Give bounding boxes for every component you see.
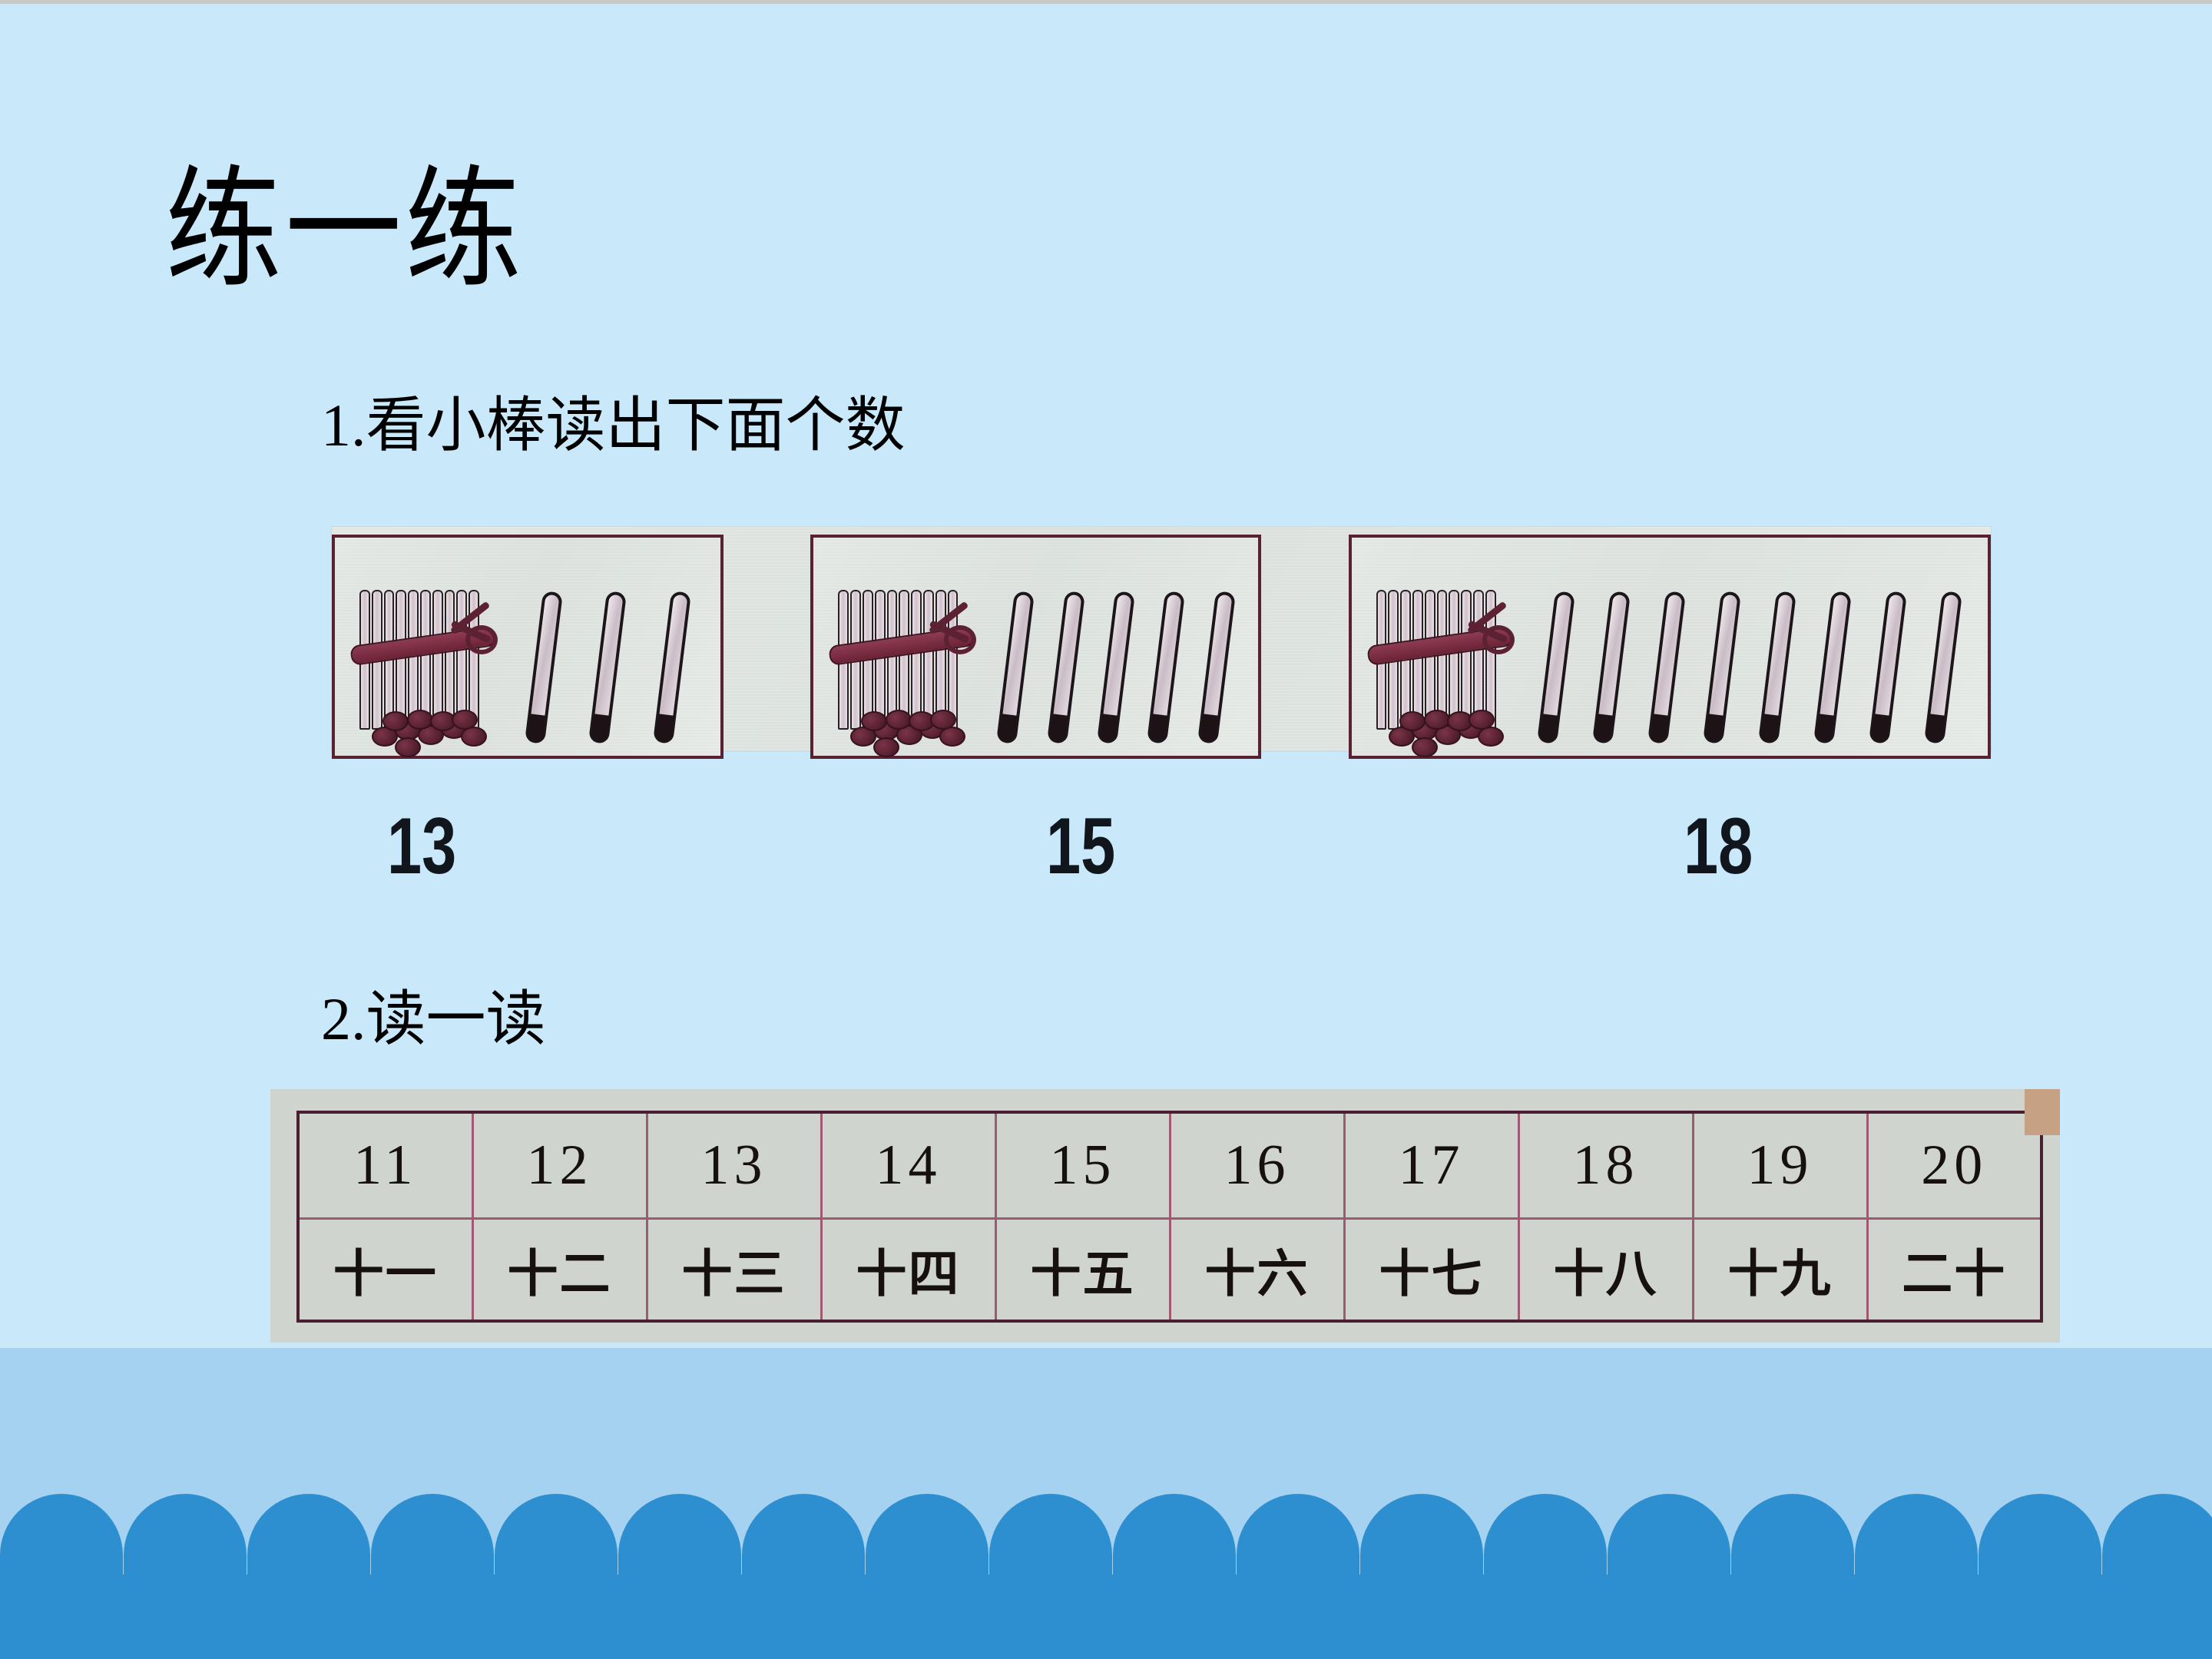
sticks-photo-strip (332, 527, 1991, 759)
task1-answers: 13 15 18 (332, 806, 1991, 899)
footer-arch-shape (2041, 1575, 2164, 1659)
table-cell-hanzi: 十一 (296, 1217, 474, 1323)
stick-box-18 (1348, 535, 1991, 759)
footer-arch-shape (2164, 1575, 2212, 1659)
answer-value-3: 18 (1684, 802, 1753, 891)
table-cell-hanzi: 十九 (1691, 1217, 1869, 1323)
table-cell-arabic: 11 (296, 1111, 474, 1220)
table-cell-arabic: 20 (1866, 1111, 2043, 1220)
table-cell-hanzi: 十二 (471, 1217, 648, 1323)
table-cell-hanzi: 十五 (994, 1217, 1171, 1323)
table-cell-hanzi: 十三 (645, 1217, 823, 1323)
footer-arch-shape (1670, 1575, 1793, 1659)
footer-arch-shape (1793, 1575, 1916, 1659)
table-cell-arabic: 14 (820, 1111, 997, 1220)
bundle-knot-icon (445, 601, 505, 662)
table-cell-hanzi: 十六 (1168, 1217, 1346, 1323)
footer-arch-shape (928, 1575, 1051, 1659)
bundle-knot-icon (1462, 601, 1522, 662)
page-title: 练一练 (165, 158, 525, 303)
footer-arch-shape (557, 1575, 680, 1659)
table-cell-arabic: 15 (994, 1111, 1171, 1220)
footer-arch-shape (62, 1575, 185, 1659)
answer-value-1: 13 (387, 802, 457, 891)
footer-arch-shape (0, 1575, 61, 1659)
table-cell-arabic: 16 (1168, 1111, 1346, 1220)
footer-arch-shape (804, 1575, 927, 1659)
task2-instruction: 2.读一读 (321, 985, 546, 1052)
photo-gap-2 (1261, 527, 1348, 751)
footer-arch-shape (680, 1575, 803, 1659)
table-cell-arabic: 13 (645, 1111, 823, 1220)
bundle-knot-icon (924, 601, 984, 662)
task1-instruction: 1.看小棒读出下面个数 (321, 392, 906, 459)
loose-sticks-15 (990, 582, 1249, 744)
footer-arch-shape (1175, 1575, 1298, 1659)
table-cell-arabic: 18 (1517, 1111, 1694, 1220)
top-edge-strip (0, 0, 2212, 4)
footer-arch-shape (310, 1575, 432, 1659)
answer-value-2: 15 (1046, 802, 1116, 891)
loose-sticks-13 (512, 582, 711, 744)
footer-arch-shape (1051, 1575, 1174, 1659)
table-cell-hanzi: 十八 (1517, 1217, 1694, 1323)
table-cell-hanzi: 二十 (1866, 1217, 2043, 1323)
table-cell-arabic: 17 (1343, 1111, 1520, 1220)
footer-arch-shape (1917, 1575, 2040, 1659)
table-row-arabic: 11 12 13 14 15 16 17 18 19 20 (296, 1111, 2043, 1220)
stick-bundle-icon (828, 582, 977, 757)
stick-box-15 (810, 535, 1262, 759)
table-cell-arabic: 19 (1691, 1111, 1869, 1220)
footer-arch-shape (1299, 1575, 1422, 1659)
stick-box-13 (332, 535, 724, 759)
table-cell-arabic: 12 (471, 1111, 648, 1220)
footer-arch-shape (1422, 1575, 1545, 1659)
footer-arch-shape (186, 1575, 309, 1659)
number-table: 11 12 13 14 15 16 17 18 19 20 十一 十二 十三 十… (296, 1111, 2043, 1323)
footer-arch-row-front (0, 1575, 2212, 1659)
footer-arch-shape (433, 1575, 556, 1659)
photo-gap-1 (724, 527, 810, 751)
decorative-footer (0, 1348, 2212, 1659)
stick-bundle-icon (349, 582, 498, 757)
table-row-hanzi: 十一 十二 十三 十四 十五 十六 十七 十八 十九 二十 (296, 1217, 2043, 1323)
loose-sticks-18 (1528, 582, 1979, 744)
table-cell-hanzi: 十七 (1343, 1217, 1520, 1323)
number-table-photo: 11 12 13 14 15 16 17 18 19 20 十一 十二 十三 十… (270, 1089, 2060, 1343)
table-cell-hanzi: 十四 (820, 1217, 997, 1323)
stick-bundle-icon (1366, 582, 1515, 757)
footer-arch-shape (1546, 1575, 1669, 1659)
